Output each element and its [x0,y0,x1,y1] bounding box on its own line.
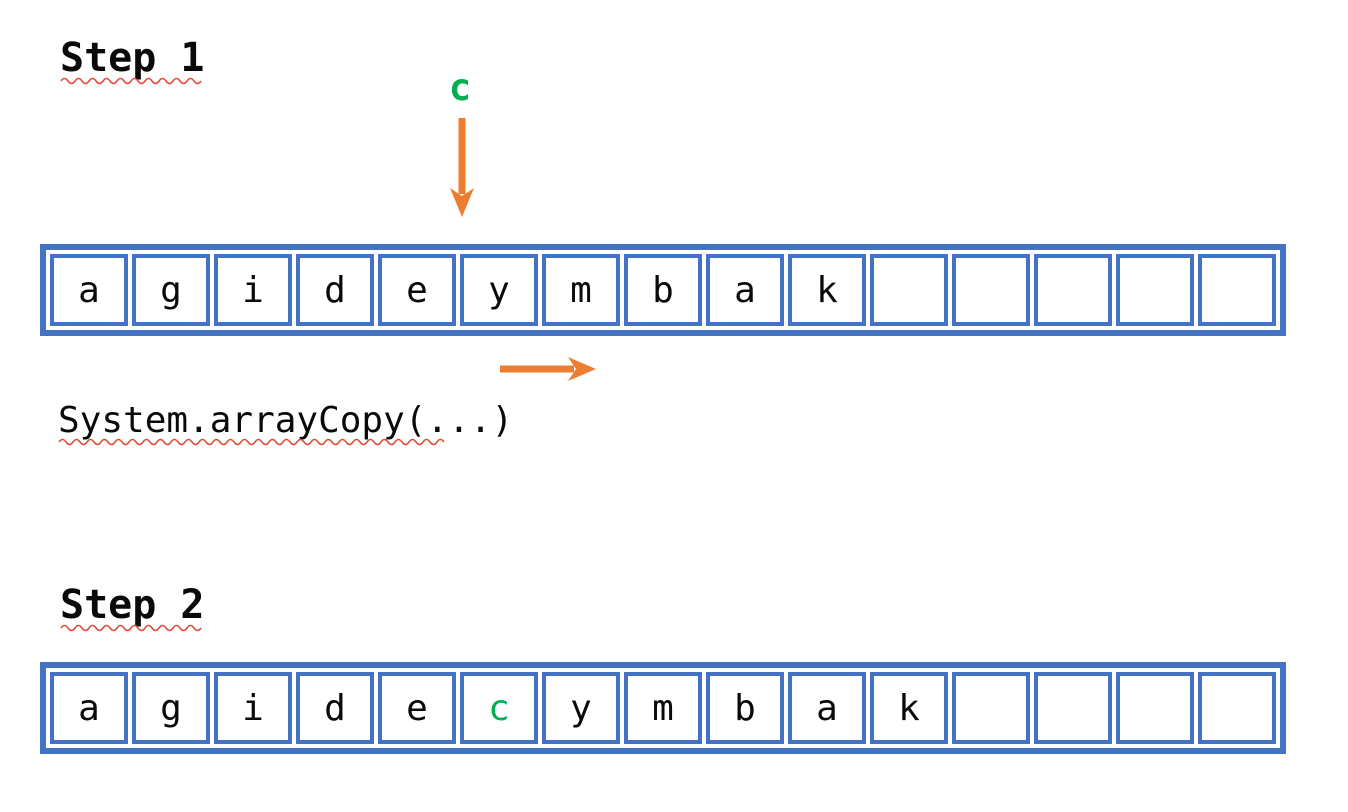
cell-letter: a [734,269,756,311]
array-cell: g [132,672,210,744]
cell-letter: a [78,687,100,729]
cell-letter: a [78,269,100,311]
cell-letter: b [652,269,674,311]
cell-letter: y [488,269,510,311]
shift-right-arrow-icon [500,357,596,381]
array-cell: c [460,672,538,744]
array-cell: a [788,672,866,744]
cell-letter: e [406,269,428,311]
cell-letter: k [816,269,838,311]
spellcheck-squiggle [60,77,202,85]
spellcheck-squiggle [60,624,202,632]
array-cell [870,254,948,326]
insert-down-arrow-icon [450,118,474,217]
cell-letter: k [898,687,920,729]
insert-char-label: c [448,66,472,109]
array-cell: d [296,672,374,744]
array-cell: i [214,254,292,326]
array-cell [1198,672,1276,744]
array-cell: e [378,254,456,326]
array-cell: i [214,672,292,744]
cell-letter: c [488,687,510,729]
array-cell [1198,254,1276,326]
array-cell [1034,672,1112,744]
cell-letter: a [816,687,838,729]
cell-letter: i [242,687,264,729]
array-cell: e [378,672,456,744]
cell-letter: y [570,687,592,729]
cell-letter: i [242,269,264,311]
spellcheck-squiggle [58,438,445,446]
array-cell [952,672,1030,744]
cell-letter: g [160,687,182,729]
array-cell: m [542,254,620,326]
cell-letter: m [652,687,674,729]
cell-letter: d [324,269,346,311]
array-cell: d [296,254,374,326]
array-cell: y [460,254,538,326]
cell-letter: b [734,687,756,729]
array-cell [1116,254,1194,326]
array-cell: m [624,672,702,744]
cell-letter: g [160,269,182,311]
step2-title-text: Step 2 [60,582,205,628]
array-cell [1034,254,1112,326]
array-cell: b [706,672,784,744]
cell-letter: d [324,687,346,729]
array-cell: k [870,672,948,744]
array-cell: k [788,254,866,326]
array-cell: g [132,254,210,326]
array-cell: a [50,672,128,744]
step2-title: Step 2 [60,582,205,632]
step1-title: Step 1 [60,35,205,85]
code-caption-text: System.arrayCopy(...) [58,400,514,441]
array-cell: b [624,254,702,326]
array-cell: a [706,254,784,326]
step1-title-text: Step 1 [60,35,205,81]
array-cell [952,254,1030,326]
array-cell: a [50,254,128,326]
code-caption: System.arrayCopy(...) [58,400,514,446]
array-cell: y [542,672,620,744]
cell-letter: e [406,687,428,729]
cell-letter: m [570,269,592,311]
array-cell [1116,672,1194,744]
